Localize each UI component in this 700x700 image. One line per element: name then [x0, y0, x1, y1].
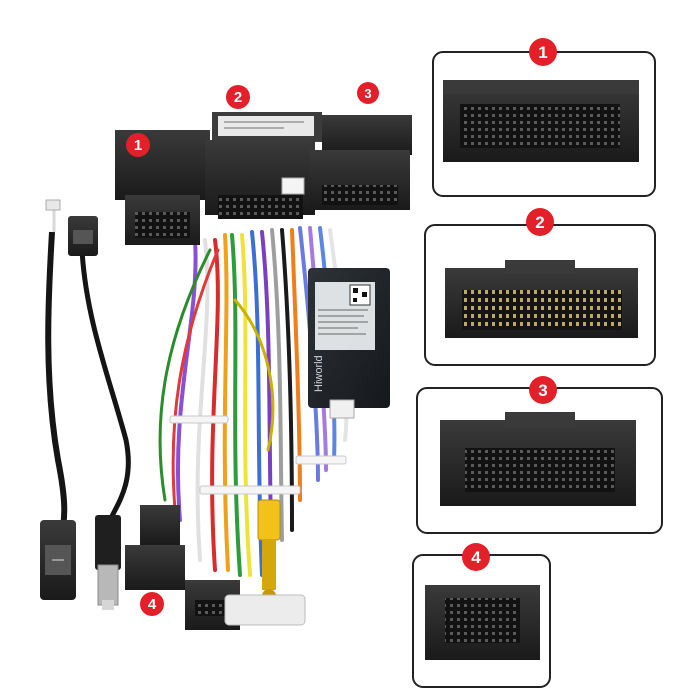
- svg-text:2: 2: [535, 213, 544, 232]
- svg-text:4: 4: [148, 596, 157, 613]
- badge-main-2: 2: [226, 85, 250, 109]
- svg-text:1: 1: [538, 43, 547, 62]
- detail-panel-3: [416, 387, 663, 534]
- canbus-module: Hiworld: [308, 268, 390, 419]
- svg-text:4: 4: [471, 548, 481, 567]
- badge-detail-3: 3: [529, 376, 557, 404]
- svg-text:2: 2: [234, 89, 242, 106]
- svg-text:3: 3: [538, 381, 547, 400]
- usb-cable: [68, 216, 131, 610]
- svg-text:3: 3: [364, 86, 371, 101]
- badge-main-1: 1: [126, 133, 150, 157]
- connector-2: [205, 112, 322, 219]
- detail-panel-1: [432, 51, 656, 197]
- connector-4: [125, 505, 306, 630]
- badge-main-4: 4: [140, 592, 164, 616]
- module-brand-label: Hiworld: [313, 355, 325, 392]
- wire-bundle: [158, 226, 349, 577]
- detail-panel-2: [424, 224, 656, 366]
- detail-panel-4: [412, 554, 551, 688]
- badge-main-3: 3: [357, 82, 379, 104]
- antenna-cable: [40, 199, 76, 600]
- badge-detail-2: 2: [526, 208, 554, 236]
- svg-text:1: 1: [134, 137, 142, 154]
- badge-detail-4: 4: [462, 543, 490, 571]
- connector-3: [310, 115, 412, 210]
- badge-detail-1: 1: [529, 38, 557, 66]
- zip-ties: [169, 415, 347, 495]
- rca-yellow-connector: [257, 499, 281, 603]
